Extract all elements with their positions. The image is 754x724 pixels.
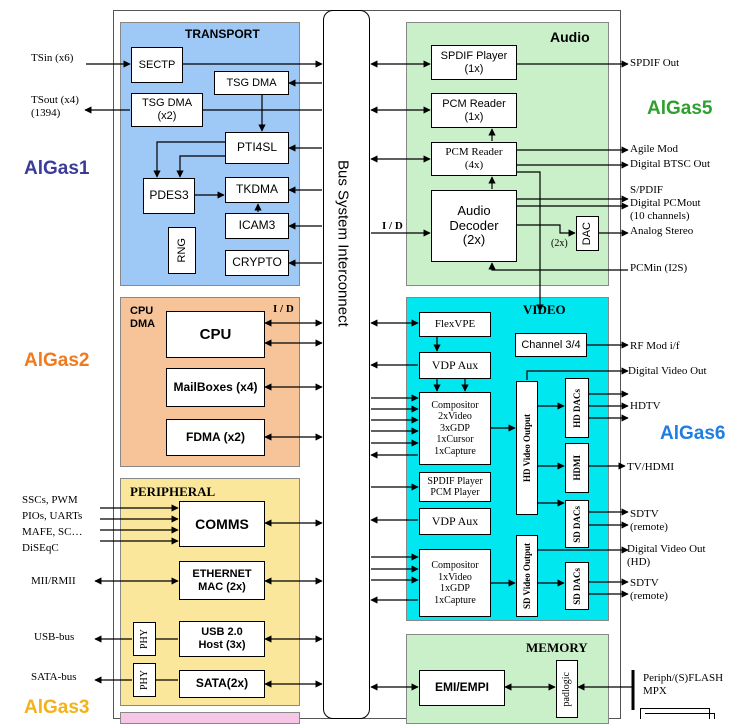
phy-sata-block: PHY [133,663,156,697]
sd-dacs-1-block: SD DACs [565,500,589,548]
digital-video-out-hd-label: Digital Video Out (HD) [627,543,706,568]
algas1-label: AlGas1 [24,158,90,179]
rf-mod-label: RF Mod i/f [630,340,680,352]
periph-flash-label: Periph/(S)FLASH MPX [643,672,724,697]
sdtv-remote-2-label: SDTV (remote) [630,577,668,602]
compositor-hd-block: Compositor 2xVideo 3xGDP 1xCursor 1xCapt… [419,392,491,465]
hd-video-output-block: HD Video Output [516,381,538,515]
cpu-io-label: I / D [273,303,294,315]
tsout-label: TSout (x4) (1394) [31,94,79,119]
sd-video-output-block: SD Video Output [516,535,538,617]
tsg-dma-x2-block: TSG DMA (x2) [131,93,203,127]
compositor-sd-block: Compositor 1xVideo 1xGDP 1xCapture [419,549,491,617]
bus-interconnect [323,10,370,719]
phy-usb-block: PHY [133,622,156,656]
tsg-dma-block: TSG DMA [214,71,289,95]
sectp-block: SECTP [131,47,183,83]
algas5-label: AlGas5 [647,98,713,119]
fdma-block: FDMA (x2) [166,419,265,456]
audio-title: Audio [550,29,590,45]
digital-video-out-label: Digital Video Out [628,365,707,377]
pdes3-block: PDES3 [143,178,195,214]
hdmi-block: HDMI [565,443,589,493]
dac-block: DAC [576,216,599,251]
spdif-player-block: SPDIF Player (1x) [431,45,517,80]
dac-mult-label: (2x) [551,238,568,249]
comms-block: COMMS [179,501,265,547]
tsin-label: TSin (x6) [31,52,74,64]
channel34-block: Channel 3/4 [515,333,587,357]
pcmin-label: PCMin (I2S) [630,262,688,274]
algas2-label: AlGas2 [24,350,90,371]
spdif-out-label: SPDIF Out [630,57,680,69]
tkdma-block: TKDMA [225,177,289,203]
video-title: VIDEO [523,302,566,317]
usb-bus-label: USB-bus [34,631,75,643]
sata-block: SATA(2x) [179,670,265,698]
pti4sl-block: PTI4SL [225,132,289,164]
sd-dacs-2-block: SD DACs [565,562,589,610]
rng-block: RNG [168,227,196,274]
ten-channels-label: (10 channels) [630,210,690,222]
ethernet-block: ETHERNET MAC (2x) [179,561,265,600]
digital-pcmout-label: Digital PCMout [630,197,701,209]
pcm-reader-1x-block: PCM Reader (1x) [431,93,517,128]
tv-hdmi-label: TV/HDMI [627,461,675,473]
spdif-pcm-player-block: SPDIF Player PCM Player [419,472,491,502]
spdif2-label: S/PDIF [630,184,664,196]
algas3-label: AlGas3 [24,697,90,718]
flexvpe-block: FlexVPE [419,312,491,337]
agile-mod-label: Agile Mod [630,143,678,155]
mafe-label: MAFE, SC… [22,526,83,538]
memory-title: MEMORY [526,640,588,655]
vdp-aux-1-block: VDP Aux [419,352,491,379]
sata-bus-label: SATA-bus [31,671,77,683]
icam3-block: ICAM3 [225,213,289,239]
algas6-label: AlGas6 [660,423,726,444]
diseqc-label: DiSEqC [22,542,59,554]
flash-stack-2 [645,713,715,719]
mii-label: MII/RMII [31,575,76,587]
sscs-label: SSCs, PWM [22,494,78,506]
digital-btsc-label: Digital BTSC Out [630,158,711,170]
analog-stereo-label: Analog Stereo [630,225,694,237]
pios-label: PIOs, UARTs [22,510,83,522]
cpu-dma-title: CPU DMA [130,305,156,330]
peripheral-title: PERIPHERAL [130,484,216,499]
audio-decoder-block: Audio Decoder (2x) [431,190,517,262]
bus-label: Bus System Interconnect [334,160,352,327]
vdp-aux-2-block: VDP Aux [419,508,491,535]
sdtv-remote-1-label: SDTV (remote) [630,508,668,533]
transport-title: TRANSPORT [185,27,260,41]
io-label: I / D [382,220,403,232]
pcm-reader-4x-block: PCM Reader (4x) [431,142,517,176]
hd-dacs-block: HD DACs [565,378,589,438]
hdtv-label: HDTV [630,400,661,412]
cpu-block: CPU [166,311,265,358]
